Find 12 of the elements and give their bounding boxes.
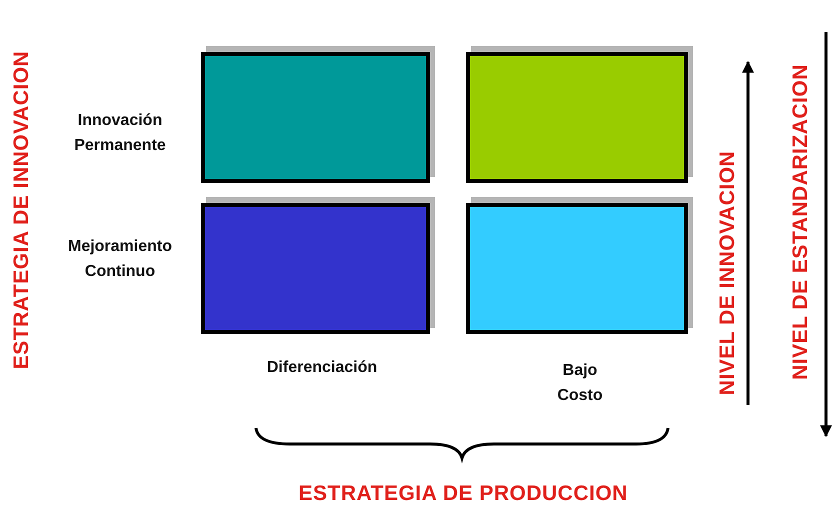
row-label: Mejoramiento Continuo	[66, 237, 173, 282]
axis-title: NIVEL DE INNOVACION	[716, 150, 740, 396]
axis-title: NIVEL DE ESTANDARIZACION	[788, 64, 813, 380]
column-label: Diferenciación	[266, 358, 378, 378]
axis-title: ESTRATEGIA DE INNOVACION	[10, 50, 34, 370]
color-block	[201, 203, 430, 334]
color-block	[201, 52, 430, 183]
color-block	[466, 52, 688, 183]
axis-title: ESTRATEGIA DE PRODUCCION	[298, 482, 628, 506]
color-block	[466, 203, 688, 334]
row-label: Innovación Permanente	[73, 111, 167, 156]
column-label: Bajo Costo	[556, 361, 604, 406]
